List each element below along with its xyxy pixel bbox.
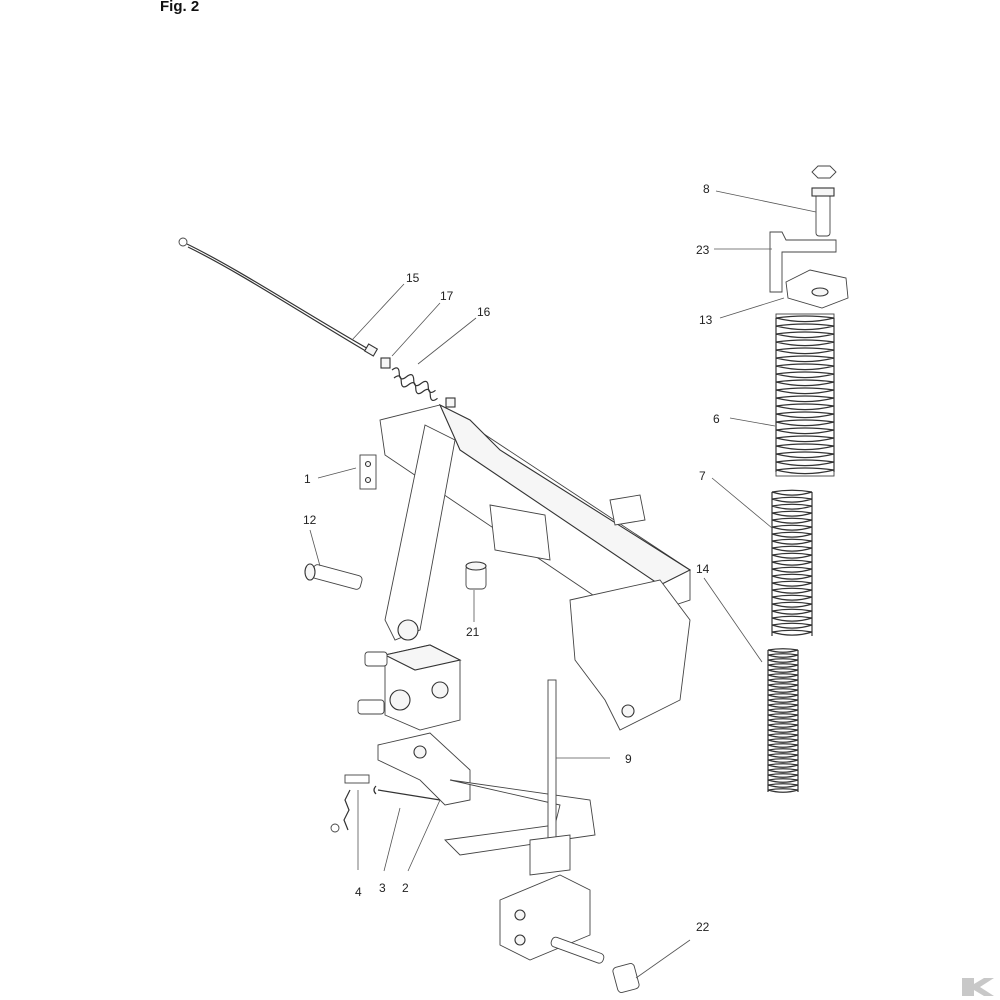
callout-8: 8 [703, 182, 710, 196]
callout-3: 3 [379, 881, 386, 895]
leader-line-6 [729, 417, 776, 427]
linch-pin-part-4 [330, 774, 370, 833]
main-frame [379, 403, 692, 731]
callout-21: 21 [466, 625, 480, 639]
leader-line-2 [407, 799, 441, 872]
bolt-part-8 [811, 165, 837, 237]
callout-16: 16 [477, 305, 491, 319]
callout-2: 2 [402, 881, 409, 895]
leader-line-12 [309, 529, 321, 567]
leader-line-8 [715, 190, 817, 213]
tension-spring-part-16 [391, 367, 438, 402]
spring-part-14 [767, 648, 799, 793]
callout-7: 7 [699, 469, 706, 483]
bush-part-21 [465, 561, 487, 590]
callout-15: 15 [406, 271, 420, 285]
callout-12: 12 [303, 513, 317, 527]
spring-part-7 [771, 489, 813, 636]
callout-23: 23 [696, 243, 710, 257]
leader-line-14 [703, 577, 763, 663]
leader-line-16 [417, 317, 477, 365]
callout-6: 6 [713, 412, 720, 426]
callout-9: 9 [625, 752, 632, 766]
callout-14: 14 [696, 562, 710, 576]
rod-part-3 [373, 785, 441, 801]
spring-part-6 [775, 313, 835, 477]
leader-lines [309, 190, 817, 979]
leader-line-15 [351, 283, 405, 341]
leader-line-13 [719, 297, 785, 319]
figure-title: Fig. 2 [160, 0, 200, 15]
callout-4: 4 [355, 885, 362, 899]
leader-line-22 [635, 939, 691, 979]
leader-line-17 [391, 302, 441, 357]
hitch-bracket [499, 874, 605, 964]
bracket-part-23 [769, 231, 837, 293]
leader-line-3 [383, 807, 401, 872]
gearbox [357, 644, 462, 731]
vertical-rod-part-9 [529, 679, 571, 876]
bracket-plate-part-1 [359, 454, 377, 490]
callout-22: 22 [696, 920, 710, 934]
leader-line-1 [317, 467, 357, 479]
k-logo-icon [962, 978, 994, 996]
callout-13: 13 [699, 313, 713, 327]
spring-seat-part-13 [785, 269, 849, 309]
callout-17: 17 [440, 289, 454, 303]
callout-1: 1 [304, 472, 311, 486]
cable-part-15 [178, 237, 379, 357]
fitting-part-17 [380, 357, 456, 408]
pin-part-12 [304, 563, 363, 590]
bush-part-22 [612, 963, 640, 993]
leader-line-7 [711, 477, 773, 529]
callout-numbers: 1 2 3 4 6 7 8 9 12 13 14 15 16 17 21 22 … [303, 182, 720, 934]
